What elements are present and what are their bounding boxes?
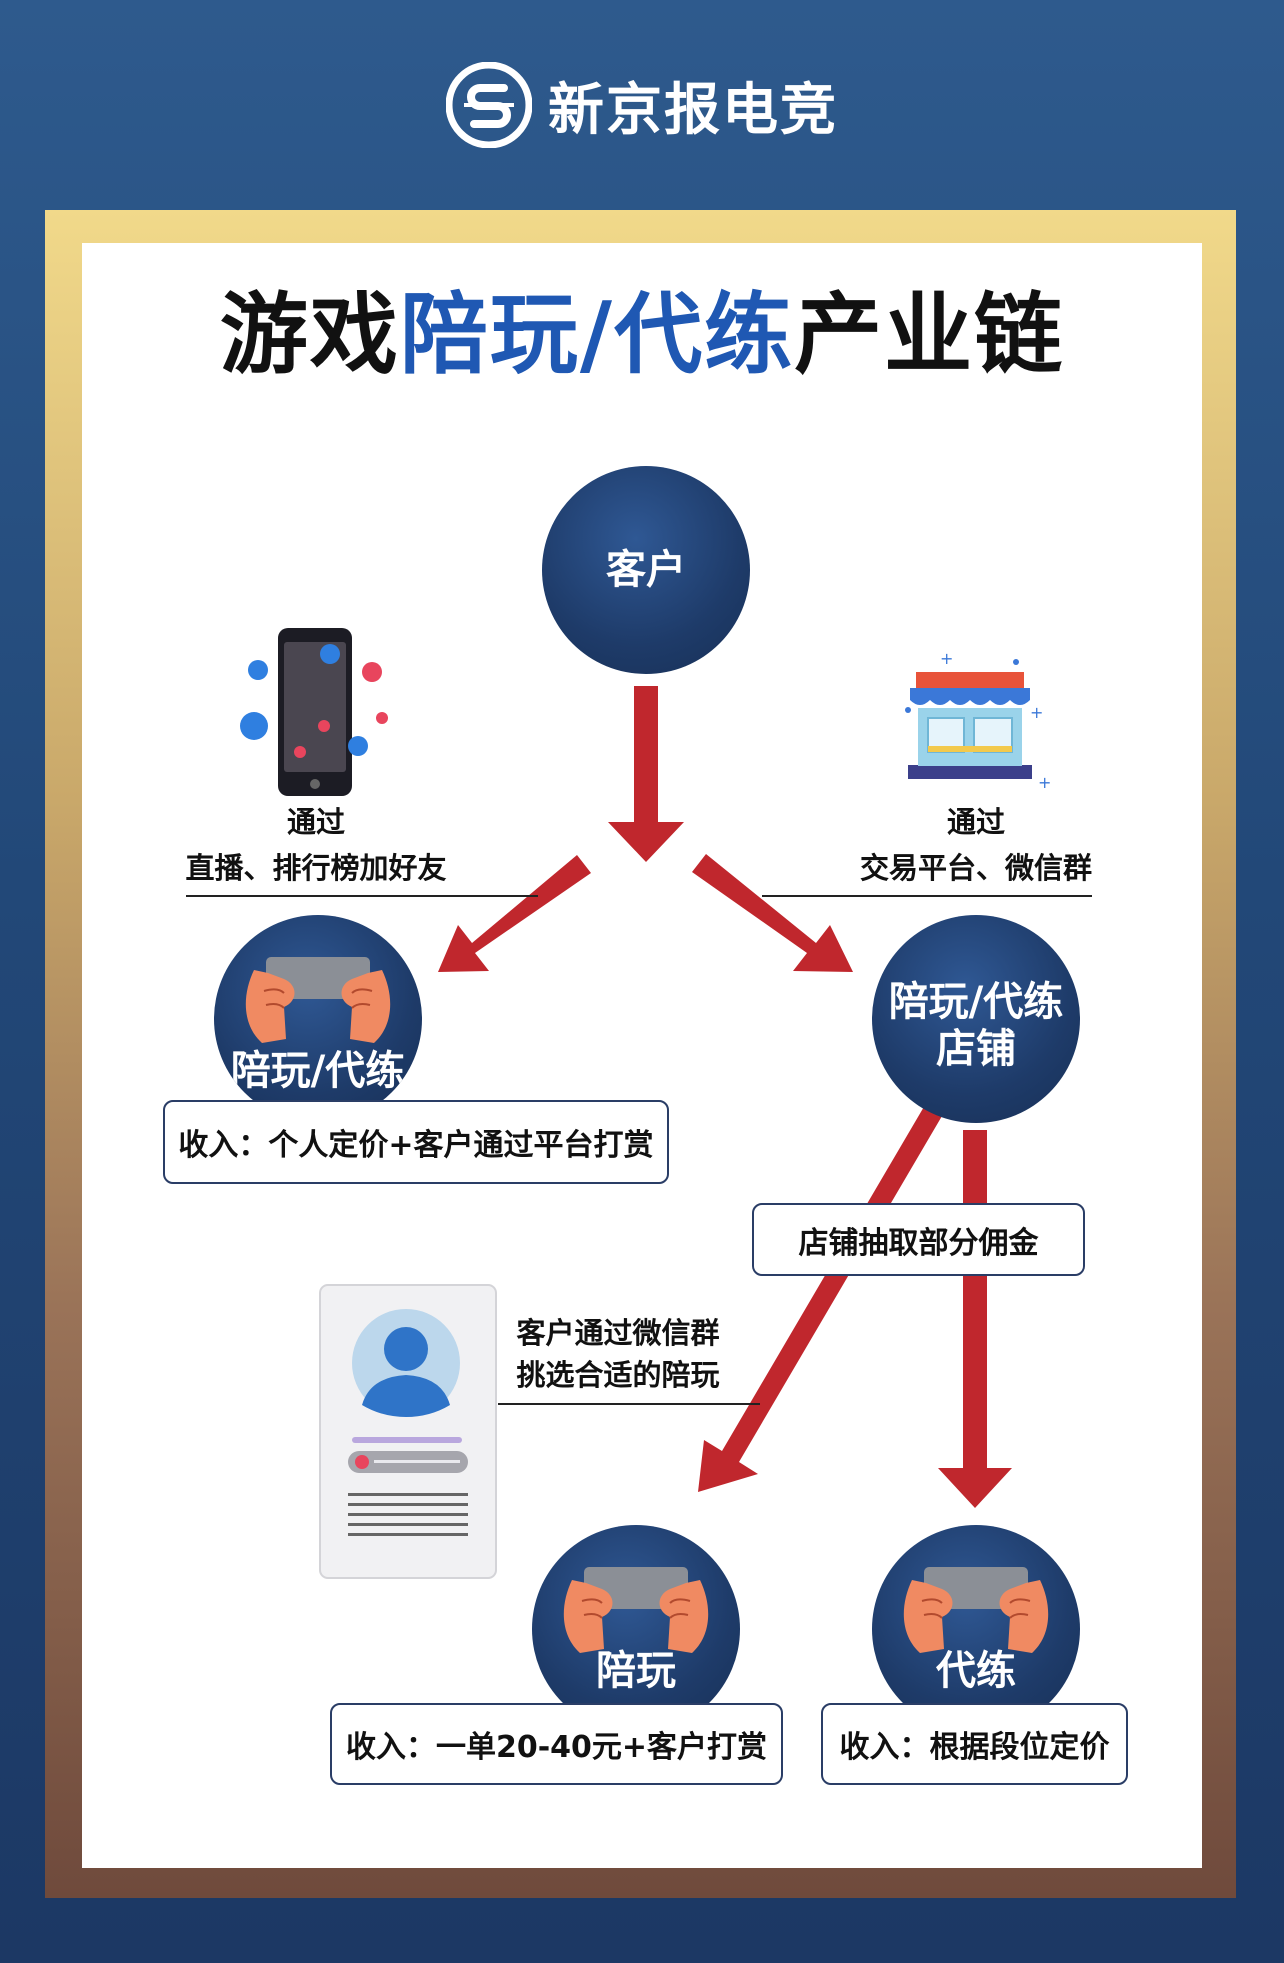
title-part2: 产业链: [794, 283, 1065, 386]
shop-node: 陪玩/代练 店铺: [872, 915, 1080, 1123]
storefront-icon: + + +: [905, 650, 1051, 792]
wechat-caption-line2: 挑选合适的陪玩: [516, 1358, 720, 1392]
right-channel-caption-line1: 通过: [946, 805, 1005, 839]
wechat-caption-underline: [498, 1403, 760, 1405]
right-caption-underline: [762, 895, 1092, 897]
right-channel-caption-line2: 交易平台、微信群: [859, 851, 1092, 885]
left-channel-caption-line1: 通过: [286, 805, 345, 839]
shop-label-line1: 陪玩/代练: [888, 979, 1064, 1025]
hands-holding-phone-icon: [903, 1567, 1049, 1653]
arrow-customer-down: [608, 686, 684, 862]
svg-text:+: +: [940, 650, 953, 668]
title-part1: 游戏: [219, 283, 400, 386]
arrow-to-companion-trainer: [438, 855, 591, 972]
companion-income-box: 收入：一单20-40元+客户打赏: [330, 1703, 783, 1785]
companion-trainer-label: 陪玩/代练: [230, 1048, 406, 1094]
shop-commission-box: 店铺抽取部分佣金: [752, 1203, 1085, 1276]
companion-node: 陪玩: [532, 1525, 740, 1733]
trainer-node: 代练: [872, 1525, 1080, 1733]
title-highlight: 陪玩/代练: [399, 283, 795, 386]
trainer-label: 代练: [936, 1648, 1016, 1694]
shop-label-line2: 店铺: [936, 1026, 1016, 1072]
brand-header: 新京报电竞: [0, 60, 1284, 150]
arrow-shop-to-companion: [698, 1105, 942, 1492]
brand-name: 新京报电竞: [548, 77, 838, 143]
companion-trainer-income-box: 收入：个人定价+客户通过平台打赏: [163, 1100, 669, 1184]
trainer-income-box: 收入：根据段位定价: [821, 1703, 1128, 1785]
svg-text:+: +: [1030, 703, 1043, 722]
left-channel-caption-line2: 直播、排行榜加好友: [185, 851, 447, 885]
svg-text:+: +: [1038, 773, 1051, 792]
arrow-shop-to-trainer: [938, 1130, 1012, 1508]
arrow-to-shop: [692, 854, 853, 972]
hands-holding-phone-icon: [245, 957, 391, 1043]
smartphone-live-icon: [240, 628, 388, 796]
wechat-caption-line1: 客户通过微信群: [516, 1316, 720, 1350]
left-caption-underline: [186, 895, 538, 897]
xinjingbao-s-logo-icon: [446, 62, 532, 148]
customer-node: 客户: [542, 466, 750, 674]
profile-card-icon: [319, 1284, 497, 1579]
companion-label: 陪玩: [596, 1648, 676, 1694]
hands-holding-phone-icon: [563, 1567, 709, 1653]
customer-label: 客户: [606, 547, 686, 593]
page-title: 游戏陪玩/代练产业链: [82, 285, 1202, 385]
companion-trainer-node: 陪玩/代练: [214, 915, 422, 1123]
